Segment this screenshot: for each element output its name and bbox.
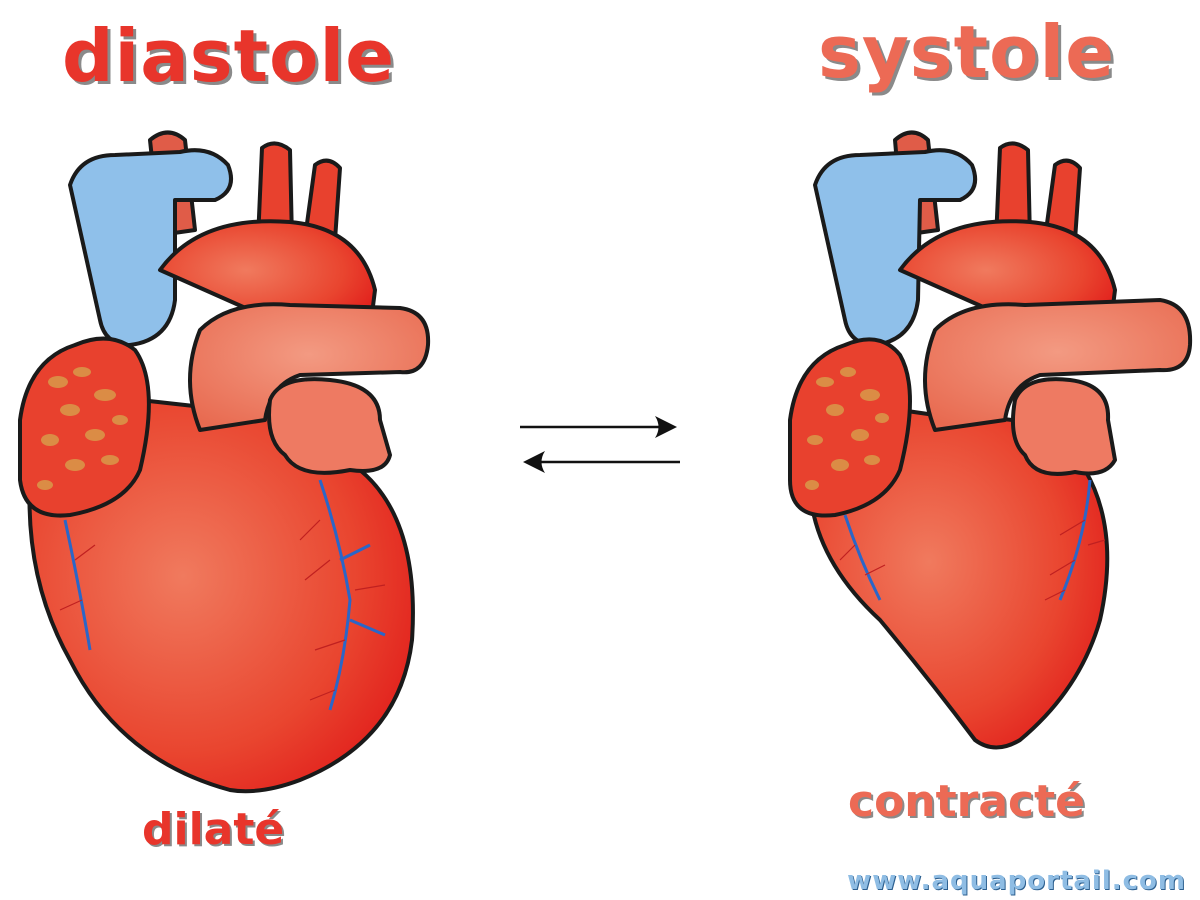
arrow-left-icon (523, 451, 680, 473)
diastole-caption: dilaté (142, 804, 285, 855)
arrow-right-icon (520, 416, 677, 438)
systole-caption: contracté (848, 776, 1086, 827)
watermark-url: www.aquaportail.com (847, 866, 1186, 896)
reversible-arrows (520, 416, 680, 473)
diastole-title: diastole (62, 14, 396, 98)
systole-title: systole (818, 10, 1116, 94)
